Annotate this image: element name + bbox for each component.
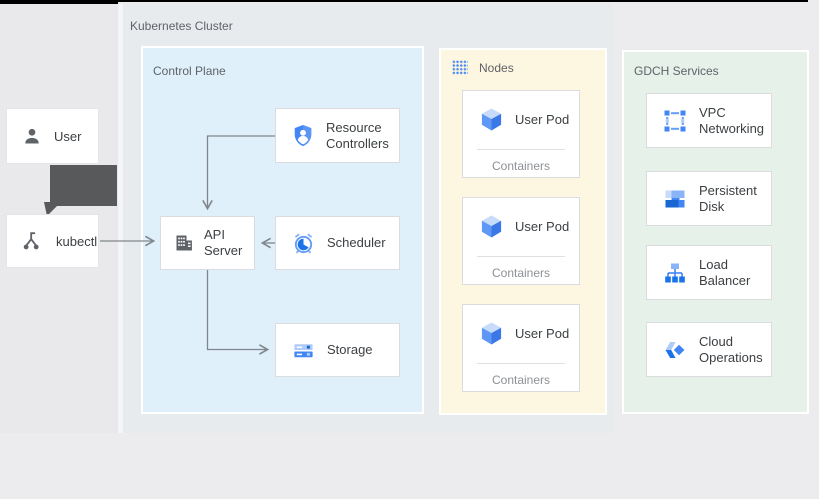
- pod-divider: [477, 363, 565, 364]
- top-black-bar: [0, 0, 808, 2]
- cube-icon: [480, 321, 503, 346]
- containers-label: Containers: [491, 266, 551, 280]
- pod-divider: [477, 149, 565, 150]
- cloud-operations-card: Cloud Operations: [646, 322, 772, 377]
- alarm-clock-icon: [292, 232, 315, 255]
- top-black-bar-thick: [0, 0, 118, 4]
- storage-stack-icon: [292, 339, 315, 362]
- storage-card: Storage: [275, 323, 400, 377]
- user-pod-card: User Pod Containers: [462, 304, 580, 392]
- kubectl-label: kubectl: [56, 233, 98, 249]
- kubectl-icon: [22, 230, 44, 252]
- gdch-services-label: GDCH Services: [634, 64, 719, 78]
- cloud-operations-icon: [663, 338, 687, 362]
- user-pod-card: User Pod Containers: [462, 90, 580, 178]
- persistent-disk-card: Persistent Disk: [646, 171, 772, 226]
- containers-label: Containers: [491, 373, 551, 387]
- resource-controllers-card: Resource Controllers: [275, 108, 400, 163]
- kubectl-box: kubectl: [6, 214, 99, 268]
- load-balancer-icon: [663, 261, 687, 285]
- scheduler-label: Scheduler: [327, 235, 386, 250]
- scheduler-card: Scheduler: [275, 216, 400, 270]
- cube-icon: [480, 107, 503, 132]
- person-icon: [22, 126, 42, 146]
- containers-label: Containers: [491, 159, 551, 173]
- user-box: User: [6, 108, 99, 164]
- load-balancer-card: Load Balancer: [646, 245, 772, 300]
- vpc-icon: [663, 109, 687, 133]
- persistent-disk-label: Persistent Disk: [699, 182, 757, 214]
- band-cluster-gap: [118, 4, 123, 433]
- user-pod-row: User Pod: [463, 198, 579, 254]
- nodes-header: Nodes: [452, 60, 514, 75]
- cloud-operations-label: Cloud Operations: [699, 333, 763, 365]
- control-plane-label: Control Plane: [153, 64, 226, 78]
- vpc-networking-card: VPC Networking: [646, 93, 772, 148]
- user-pod-card: User Pod Containers: [462, 197, 580, 285]
- persistent-disk-icon: [663, 187, 687, 211]
- user-label: User: [54, 128, 82, 144]
- resource-controllers-label: Resource Controllers: [326, 119, 389, 151]
- cube-icon: [480, 214, 503, 239]
- api-server-label: API Server: [204, 227, 243, 258]
- load-balancer-label: Load Balancer: [699, 256, 751, 288]
- nodes-label: Nodes: [479, 60, 514, 75]
- vpc-networking-label: VPC Networking: [699, 104, 765, 136]
- user-pod-row: User Pod: [463, 305, 579, 361]
- pod-divider: [477, 256, 565, 257]
- storage-label: Storage: [327, 342, 373, 357]
- building-icon: [174, 233, 194, 253]
- dot-grid-icon: [452, 60, 468, 75]
- user-pod-label: User Pod: [515, 218, 570, 234]
- user-pod-label: User Pod: [515, 111, 570, 127]
- user-pod-label: User Pod: [515, 325, 570, 341]
- api-server-card: API Server: [160, 216, 255, 270]
- kubernetes-cluster-label: Kubernetes Cluster: [130, 19, 233, 33]
- user-pod-row: User Pod: [463, 91, 579, 147]
- shield-person-icon: [292, 124, 314, 148]
